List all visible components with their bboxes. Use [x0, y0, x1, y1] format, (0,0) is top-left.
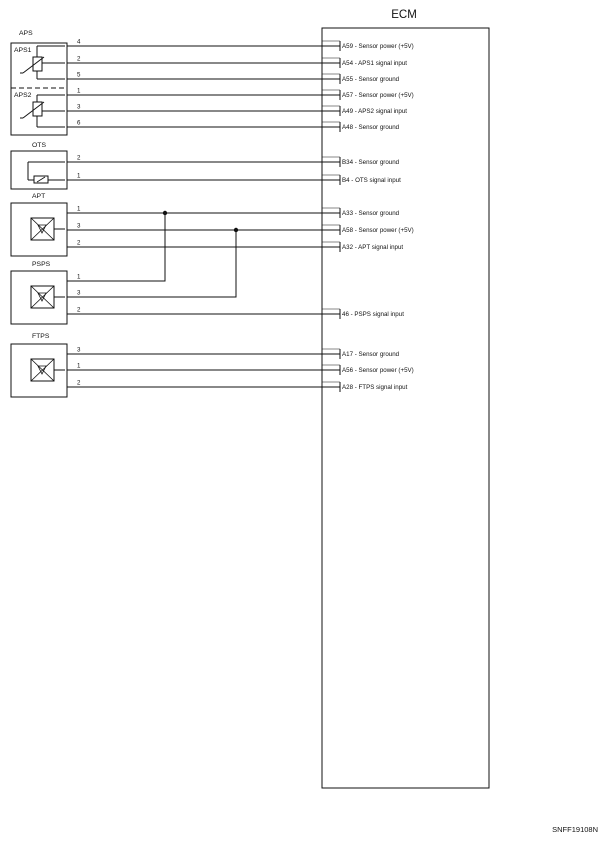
aps-pin-4-terminal-label: A59 - Sensor power (+5V)	[342, 43, 414, 50]
apt-psps-power-splice-wire	[67, 230, 237, 298]
aps-pin-1-number: 1	[77, 88, 81, 95]
ftps-pin-1-terminal-label: A56 - Sensor power (+5V)	[342, 367, 414, 374]
aps2-label: APS2	[14, 92, 32, 99]
apt-pin-1-terminal-label: A33 - Sensor ground	[342, 210, 400, 217]
apt-pin-3-terminal-label: A58 - Sensor power (+5V)	[342, 227, 414, 234]
aps-pin-6-number: 6	[77, 120, 81, 127]
ots-label: OTS	[32, 142, 46, 149]
psps-pin-2-number: 2	[77, 307, 81, 314]
apt-pin-2-number: 2	[77, 240, 81, 247]
psps-label: PSPS	[32, 261, 51, 268]
ftps-pin-3-number: 3	[77, 347, 81, 354]
aps2-potentiometer-icon	[20, 94, 65, 128]
aps-label: APS	[19, 30, 33, 37]
ots-component: OTS	[10, 142, 68, 190]
aps-pin-6-terminal-label: A48 - Sensor ground	[342, 124, 400, 131]
ftps-pin-2-number: 2	[77, 380, 81, 387]
ftps-pin-1-number: 1	[77, 363, 81, 370]
aps-pin-3-number: 3	[77, 104, 81, 111]
ftps-label: FTPS	[32, 333, 50, 340]
apt-pin-2-terminal-label: A32 - APT signal input	[342, 244, 403, 251]
psps-pin-3-number: 3	[77, 290, 81, 297]
apt-component: APT	[10, 193, 68, 257]
aps-pin-5-terminal-label: A55 - Sensor ground	[342, 76, 400, 83]
aps-pin-5-number: 5	[77, 72, 81, 79]
ecm-block: ECM	[321, 9, 490, 789]
psps-pin-1-number: 1	[77, 274, 81, 281]
aps1-label: APS1	[14, 47, 32, 54]
aps-pin-1-terminal-label: A57 - Sensor power (+5V)	[342, 92, 414, 99]
power-splice-dot	[233, 227, 239, 233]
ftps-pin-2-terminal-label: A28 - FTPS signal input	[342, 384, 408, 391]
ftps-pressure-sensor-icon	[30, 358, 65, 382]
apt-label: APT	[32, 193, 45, 200]
apt-pin-1-number: 1	[77, 206, 81, 213]
ots-pin-1-terminal-label: B4 - OTS signal input	[342, 177, 401, 184]
apt-pressure-sensor-icon	[30, 217, 65, 241]
psps-pin-2-terminal-label: 46 - PSPS signal input	[342, 311, 404, 318]
ots-pin-2-number: 2	[77, 155, 81, 162]
aps-component: APS APS1 APS2	[10, 30, 68, 136]
ftps-component: FTPS	[10, 333, 68, 398]
aps-pin-2-number: 2	[77, 56, 81, 63]
ots-pin-1-number: 1	[77, 173, 81, 180]
splice-connections	[67, 210, 239, 298]
ots-pin-2-terminal-label: B34 - Sensor ground	[342, 159, 400, 166]
ftps-pin-3-terminal-label: A17 - Sensor ground	[342, 351, 400, 358]
aps-pin-3-terminal-label: A49 - APS2 signal input	[342, 108, 407, 115]
aps-pin-4-number: 4	[77, 39, 81, 46]
ecm-title: ECM	[391, 9, 417, 21]
aps-pin-2-terminal-label: A54 - APS1 signal input	[342, 60, 407, 67]
ground-splice-dot	[162, 210, 168, 216]
ots-housing	[10, 150, 68, 190]
psps-pressure-sensor-icon	[30, 285, 65, 309]
apt-psps-ground-splice-wire	[67, 213, 166, 282]
drawing-code: SNFF19108N	[552, 825, 598, 834]
aps-housing	[10, 42, 68, 136]
aps1-potentiometer-icon	[20, 45, 65, 80]
ots-thermistor-icon	[27, 161, 65, 184]
psps-component: PSPS	[10, 261, 68, 325]
apt-pin-3-number: 3	[77, 223, 81, 230]
